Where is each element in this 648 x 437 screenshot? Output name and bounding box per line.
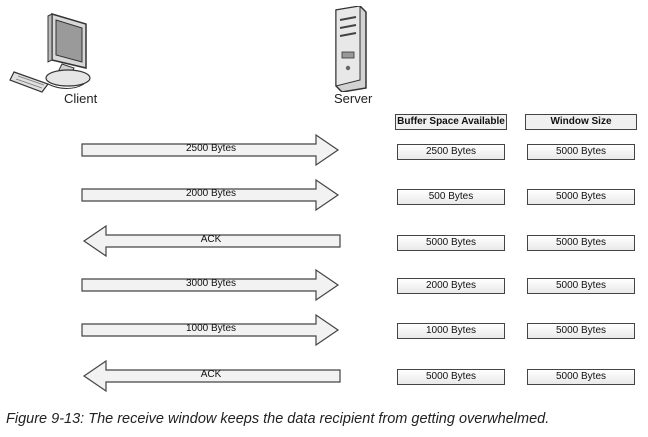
window-cell: 5000 Bytes	[527, 369, 635, 385]
left-arrow-icon	[82, 224, 341, 258]
window-size-header: Window Size	[525, 114, 637, 130]
window-cell: 5000 Bytes	[527, 323, 635, 339]
arrow-label: 3000 Bytes	[185, 278, 237, 289]
ack-arrow-row-6: ACK	[80, 359, 342, 393]
window-cell: 5000 Bytes	[527, 235, 635, 251]
data-arrow-row-5: 1000 Bytes	[80, 313, 342, 347]
left-arrow-icon	[82, 359, 341, 393]
arrow-label: 1000 Bytes	[185, 323, 237, 334]
buffer-cell: 2000 Bytes	[397, 278, 505, 294]
arrow-label: 2500 Bytes	[185, 143, 237, 154]
buffer-cell: 1000 Bytes	[397, 323, 505, 339]
server-icon	[330, 5, 370, 93]
window-cell: 5000 Bytes	[527, 144, 635, 160]
arrow-label: ACK	[200, 369, 222, 380]
window-cell: 5000 Bytes	[527, 189, 635, 205]
arrow-label: 2000 Bytes	[185, 188, 237, 199]
buffer-cell: 2500 Bytes	[397, 144, 505, 160]
server-label: Server	[334, 91, 373, 106]
right-arrow-icon	[81, 178, 340, 212]
ack-arrow-row-3: ACK	[80, 224, 342, 258]
arrow-label: ACK	[200, 234, 222, 245]
right-arrow-icon	[81, 313, 340, 347]
data-arrow-row-4: 3000 Bytes	[80, 268, 342, 302]
data-arrow-row-2: 2000 Bytes	[80, 178, 342, 212]
right-arrow-icon	[81, 133, 340, 167]
window-cell: 5000 Bytes	[527, 278, 635, 294]
buffer-cell: 5000 Bytes	[397, 369, 505, 385]
client-label: Client	[64, 91, 98, 106]
buffer-cell: 5000 Bytes	[397, 235, 505, 251]
client-computer-icon	[8, 10, 100, 94]
data-arrow-row-1: 2500 Bytes	[80, 133, 342, 167]
buffer-space-header: Buffer Space Available	[395, 114, 507, 130]
figure-caption: Figure 9-13: The receive window keeps th…	[6, 411, 550, 427]
buffer-cell: 500 Bytes	[397, 189, 505, 205]
right-arrow-icon	[81, 268, 340, 302]
